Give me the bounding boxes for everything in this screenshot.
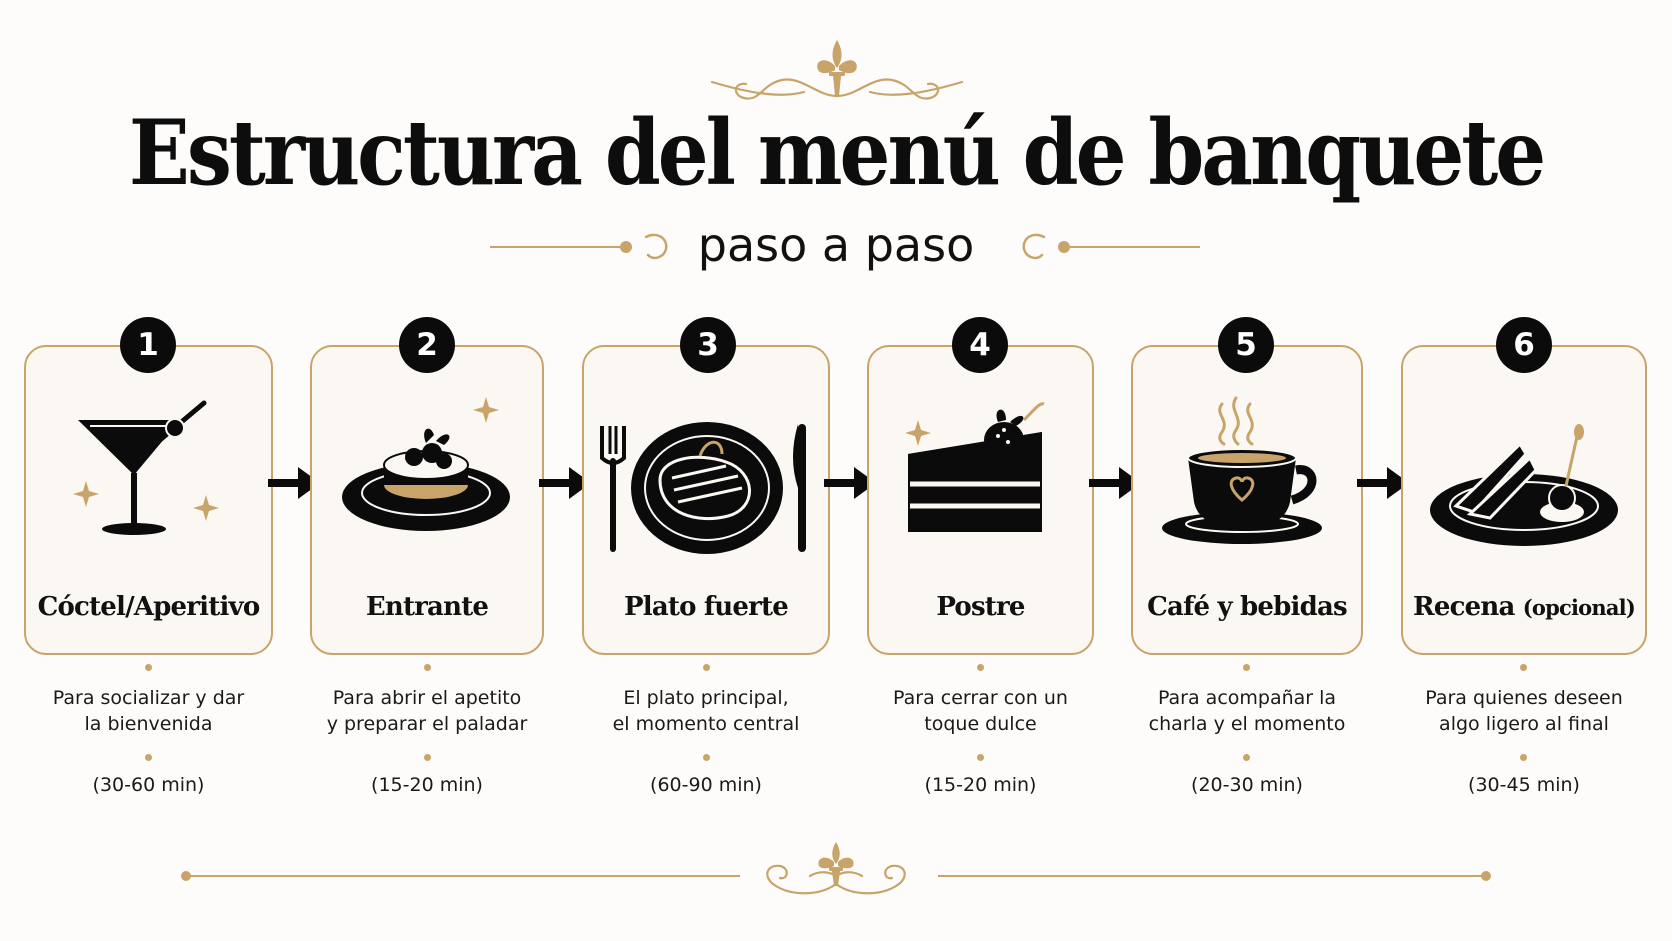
- subtitle-row: paso a paso: [0, 215, 1672, 275]
- step-description: El plato principal, el momento central: [612, 687, 800, 735]
- step-description: Para quienes deseen algo ligero al final: [1425, 687, 1623, 735]
- separator-dot: [1520, 754, 1527, 761]
- step-title: Cóctel/Aperitivo: [37, 592, 261, 622]
- separator-dot: [703, 754, 710, 761]
- appetizer-plate-icon: [342, 397, 510, 531]
- separator-dot: [145, 754, 152, 761]
- bottom-flourish-ornament: [181, 842, 1491, 895]
- separator-dot: [424, 754, 431, 761]
- step-description: Para acompañar la charla y el momento: [1148, 687, 1346, 735]
- separator-dot: [977, 664, 984, 671]
- late-snack-plate-icon: [1430, 424, 1618, 546]
- step-duration: (60-90 min): [650, 774, 762, 796]
- step-duration: (30-60 min): [92, 774, 205, 796]
- step-title-note: (opcional): [1522, 595, 1636, 620]
- step-title: Entrante: [365, 592, 489, 622]
- separator-dot: [145, 664, 152, 671]
- step-number-badge: 1: [120, 317, 176, 373]
- arrow-right-icon: [268, 467, 320, 499]
- step-title: Recena (opcional): [1401, 592, 1647, 622]
- page-title: Estructura del menú de banquete: [128, 100, 1546, 206]
- step-title: Postre: [936, 592, 1025, 622]
- step-title-main: Recena: [1413, 592, 1515, 622]
- step-number-badge: 5: [1218, 317, 1274, 373]
- page-subtitle: paso a paso: [697, 218, 975, 272]
- separator-dot: [1243, 754, 1250, 761]
- arrow-right-icon: [539, 467, 591, 499]
- step-description: Para abrir el apetito y preparar el pala…: [326, 687, 528, 735]
- step-number-badge: 6: [1496, 317, 1552, 373]
- arrow-right-icon: [1357, 467, 1409, 499]
- separator-dot: [977, 754, 984, 761]
- main-course-icon: [600, 422, 806, 554]
- step-duration: (15-20 min): [924, 774, 1037, 796]
- arrow-right-icon: [1089, 467, 1141, 499]
- top-flourish-ornament: [710, 40, 964, 100]
- cake-slice-icon: [905, 402, 1045, 532]
- separator-dot: [703, 664, 710, 671]
- step-number-badge: 2: [399, 317, 455, 373]
- cocktail-icon: [73, 400, 219, 535]
- separator-dot: [1520, 664, 1527, 671]
- step-card-1: [24, 345, 273, 655]
- separator-dot: [424, 664, 431, 671]
- step-description: Para socializar y dar la bienvenida: [52, 687, 245, 735]
- step-number-badge: 4: [952, 317, 1008, 373]
- step-duration: (20-30 min): [1191, 774, 1303, 796]
- step-title: Plato fuerte: [624, 592, 789, 622]
- step-duration: (30-45 min): [1468, 774, 1580, 796]
- step-description: Para cerrar con un toque dulce: [893, 687, 1068, 735]
- step-title: Café y bebidas: [1147, 592, 1348, 622]
- subtitle-left-rule-ornament: [490, 233, 668, 260]
- subtitle-right-rule-ornament: [1022, 233, 1200, 260]
- separator-dot: [1243, 664, 1250, 671]
- step-duration: (15-20 min): [371, 774, 483, 796]
- coffee-cup-icon: [1162, 396, 1322, 544]
- arrow-right-icon: [824, 467, 876, 499]
- step-number-badge: 3: [680, 317, 736, 373]
